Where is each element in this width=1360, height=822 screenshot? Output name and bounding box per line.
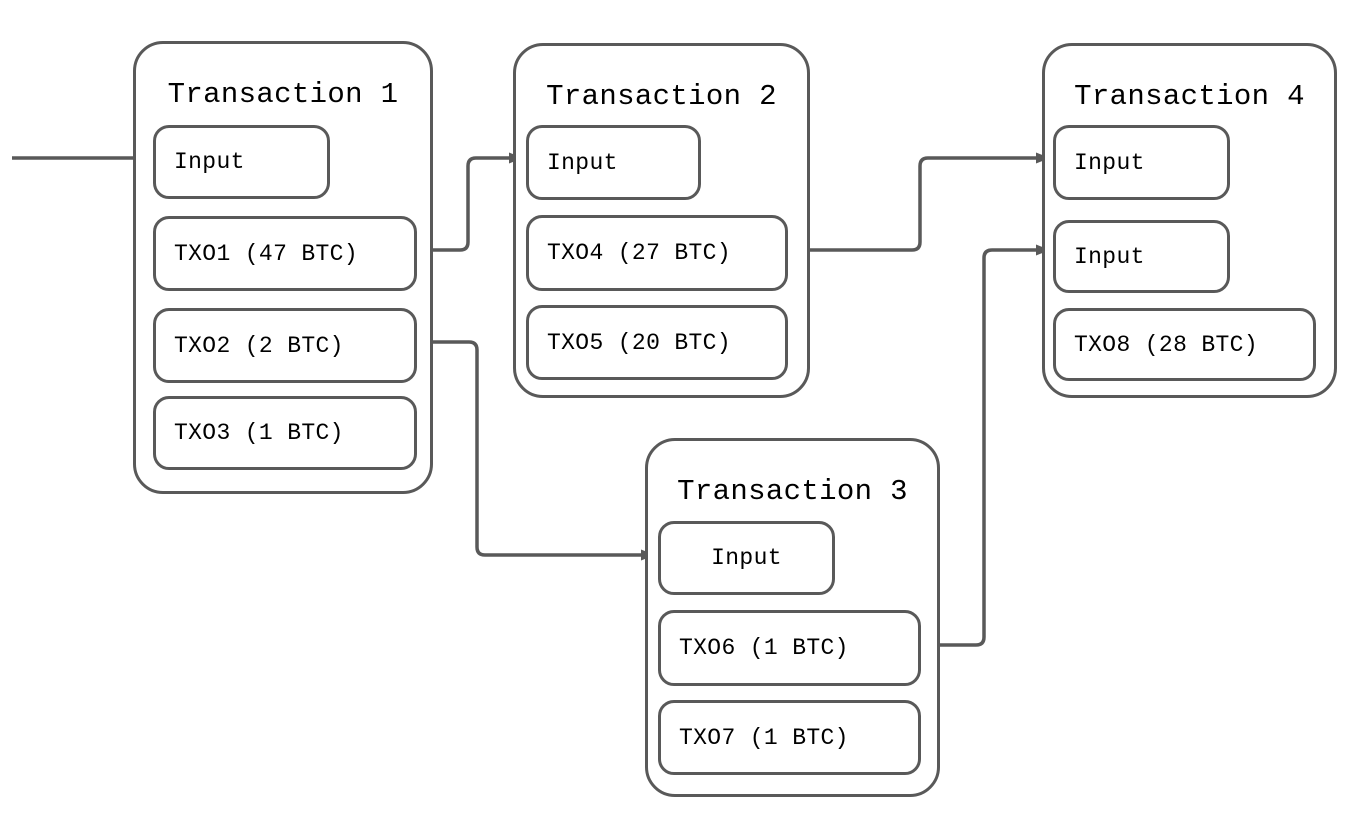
edge-txo6-to-tx4-input2 bbox=[918, 248, 1037, 647]
transaction-1-txo1: TXO1 (47 BTC) bbox=[153, 216, 417, 291]
transaction-4-input-1: Input bbox=[1053, 125, 1230, 200]
transaction-1-txo2: TXO2 (2 BTC) bbox=[153, 308, 417, 383]
edge-txo4-to-tx4-input1 bbox=[785, 156, 1037, 252]
transaction-1-txo3: TXO3 (1 BTC) bbox=[153, 396, 417, 470]
transaction-2-txo4: TXO4 (27 BTC) bbox=[526, 215, 788, 291]
transaction-4-input-2: Input bbox=[1053, 220, 1230, 293]
transaction-3-txo6: TXO6 (1 BTC) bbox=[658, 610, 921, 686]
transaction-3-txo7: TXO7 (1 BTC) bbox=[658, 700, 921, 775]
transaction-2-txo5: TXO5 (20 BTC) bbox=[526, 305, 788, 380]
transaction-3-input: Input bbox=[658, 521, 835, 595]
transaction-1-box: Transaction 1 Input TXO1 (47 BTC) TXO2 (… bbox=[133, 41, 433, 494]
edge-txo2-to-tx3-input bbox=[413, 340, 642, 557]
transaction-3-box: Transaction 3 Input TXO6 (1 BTC) TXO7 (1… bbox=[645, 438, 940, 797]
transaction-4-box: Transaction 4 Input Input TXO8 (28 BTC) bbox=[1042, 43, 1337, 398]
transaction-1-input: Input bbox=[153, 125, 330, 199]
transaction-2-input: Input bbox=[526, 125, 701, 200]
transaction-3-title: Transaction 3 bbox=[677, 475, 908, 508]
edge-txo1-to-tx2-input bbox=[413, 156, 510, 252]
transaction-1-title: Transaction 1 bbox=[167, 78, 399, 111]
transaction-2-box: Transaction 2 Input TXO4 (27 BTC) TXO5 (… bbox=[513, 43, 810, 398]
transaction-2-title: Transaction 2 bbox=[546, 80, 777, 113]
transaction-4-txo8: TXO8 (28 BTC) bbox=[1053, 308, 1316, 381]
transaction-4-title: Transaction 4 bbox=[1074, 80, 1305, 113]
